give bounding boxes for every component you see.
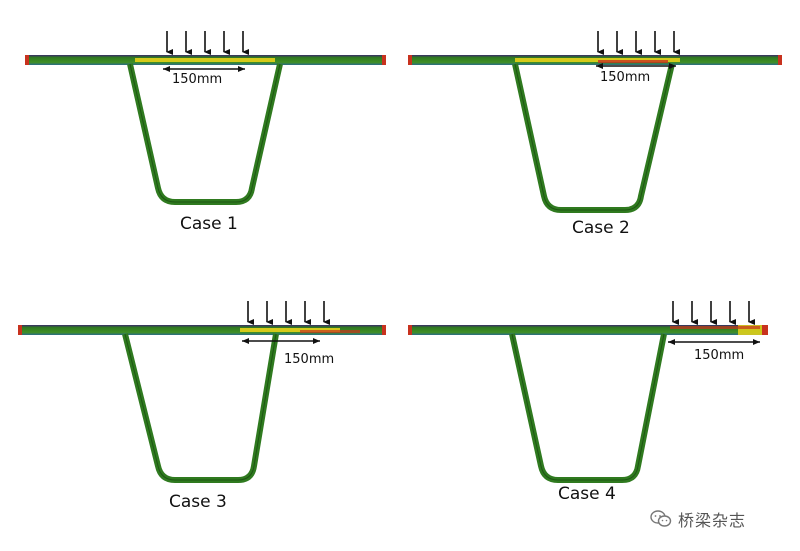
case-3-panel: 150mm Case 3 xyxy=(0,270,400,530)
flange-edge-right xyxy=(778,55,782,65)
load-arrows xyxy=(247,301,330,325)
flange-edge-left xyxy=(408,325,412,335)
stress-zone-high xyxy=(598,60,668,63)
box-outline xyxy=(514,63,673,211)
box-webs xyxy=(122,333,279,483)
load-arrows xyxy=(166,31,249,55)
box-webs xyxy=(509,333,667,483)
box-outline xyxy=(124,333,277,481)
stress-zone-high xyxy=(300,330,360,333)
case-1-panel: 150mm Case 1 xyxy=(0,0,400,260)
stress-zone xyxy=(240,328,340,332)
case-2-section xyxy=(408,31,782,213)
case-4-panel: 150mm Case 4 xyxy=(400,270,800,530)
case-label: Case 2 xyxy=(572,218,630,238)
stress-zone-high xyxy=(670,326,760,329)
flange-edge-right xyxy=(762,325,768,335)
top-flange xyxy=(408,325,768,335)
box-outline xyxy=(511,333,665,481)
flange-edge-left xyxy=(18,325,22,335)
watermark: 桥梁杂志 xyxy=(650,508,746,530)
wechat-icon xyxy=(650,510,672,527)
dimension-label: 150mm xyxy=(600,70,651,85)
stress-zone xyxy=(135,58,275,62)
case-4-section xyxy=(408,301,768,483)
box-outline xyxy=(129,63,281,203)
case-label: Case 3 xyxy=(169,492,227,512)
load-arrows xyxy=(672,301,755,325)
flange-edge-left xyxy=(25,55,29,65)
watermark-text: 桥梁杂志 xyxy=(678,511,747,530)
box-webs xyxy=(512,63,675,213)
flange-edge-left xyxy=(408,55,412,65)
case-1-section xyxy=(25,31,386,205)
flange-edge-right xyxy=(382,55,386,65)
load-arrows xyxy=(597,31,680,55)
top-flange xyxy=(18,325,386,335)
case-label: Case 4 xyxy=(558,484,616,504)
dimension-label: 150mm xyxy=(172,72,223,87)
stress-zone-edge xyxy=(738,325,768,335)
flange-edge-right xyxy=(382,325,386,335)
case-3-section xyxy=(18,301,386,483)
dimension-label: 150mm xyxy=(284,352,335,367)
case-label: Case 1 xyxy=(180,214,238,234)
case-2-panel: 150mm Case 2 xyxy=(400,0,800,260)
stress-zone xyxy=(515,58,680,62)
dimension-label: 150mm xyxy=(694,348,745,363)
